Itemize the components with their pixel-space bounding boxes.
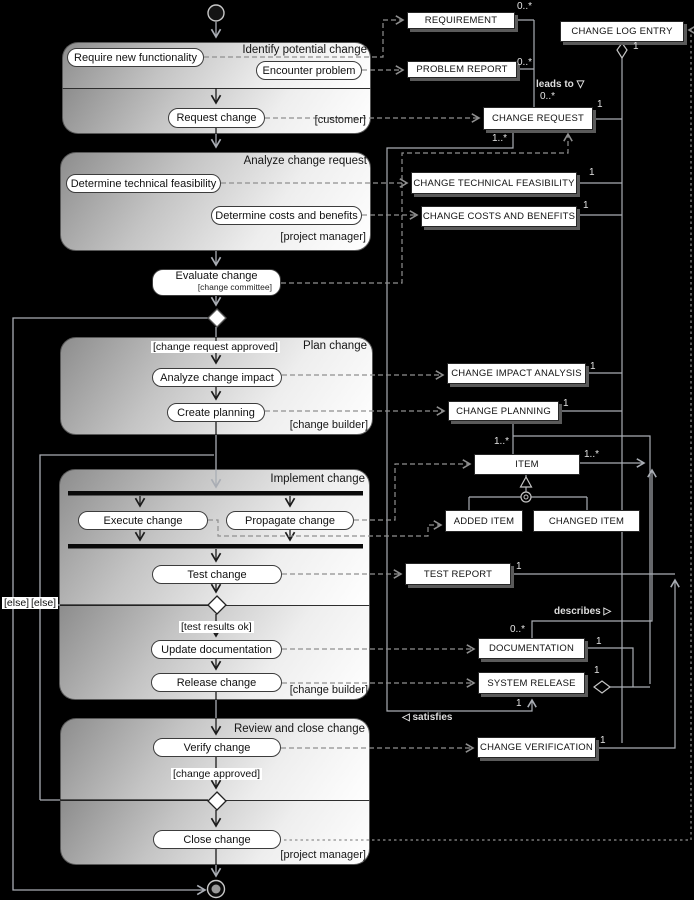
activity-release-change: Release change — [151, 673, 282, 692]
mult-problem-report: 0..* — [517, 57, 533, 68]
activity-determine-costs-benefits: Determine costs and benefits — [211, 206, 362, 225]
mult-impact-analysis: 1 — [590, 361, 596, 372]
aggregation-diamond-log — [616, 41, 628, 60]
aggregation-diamond-release — [593, 680, 611, 694]
object-change-planning: CHANGE PLANNING — [448, 401, 559, 421]
role-project-manager-2: [project manager] — [280, 849, 366, 861]
object-change-verification: CHANGE VERIFICATION — [477, 737, 596, 758]
activity-test-change: Test change — [152, 565, 282, 584]
activity-require-new-functionality: Require new functionality — [67, 48, 204, 67]
object-change-impact-analysis: CHANGE IMPACT ANALYSIS — [447, 363, 586, 384]
activity-analyze-change-impact: Analyze change impact — [152, 368, 282, 387]
decision-test — [207, 595, 227, 615]
mult-change-planning: 1 — [563, 398, 569, 409]
activity-verify-change: Verify change — [153, 738, 281, 757]
guard-change-request-approved: [change request approved] — [151, 341, 280, 353]
activity-propagate-change: Propagate change — [226, 511, 354, 530]
activity-close-change: Close change — [153, 830, 281, 849]
object-change-costs-and-benefits: CHANGE COSTS AND BENEFITS — [421, 206, 577, 227]
mult-documentation-describes: 0..* — [510, 624, 526, 635]
decision-approved — [207, 791, 227, 811]
object-added-item: ADDED ITEM — [445, 510, 523, 532]
group-title-implement: Implement change — [270, 473, 365, 485]
group-title-analyze: Analyze change request — [243, 155, 367, 167]
guard-change-approved: [change approved] — [171, 768, 262, 780]
role-change-builder-2: [change builder] — [289, 684, 368, 696]
mult-costs-benefits: 1 — [583, 200, 589, 211]
role-change-builder-1: [change builder] — [289, 419, 368, 431]
object-change-technical-feasibility: CHANGE TECHNICAL FEASIBILITY — [411, 172, 577, 194]
guard-test-results-ok: [test results ok] — [179, 621, 254, 633]
mult-technical-feasibility: 1 — [589, 167, 595, 178]
object-item: ITEM — [474, 454, 580, 475]
activity-execute-change: Execute change — [78, 511, 208, 530]
object-change-log-entry: CHANGE LOG ENTRY — [560, 21, 684, 42]
mult-change-request-top: 1 — [597, 99, 603, 110]
mult-item-right: 1..* — [584, 449, 600, 460]
activity-request-change: Request change — [168, 108, 265, 128]
group-title-plan: Plan change — [303, 340, 367, 352]
mult-leads-to: 0..* — [540, 91, 556, 102]
mult-change-request-bottom: 1..* — [492, 133, 508, 144]
mult-change-log-entry: 1 — [633, 41, 639, 52]
fork-bar — [68, 491, 363, 496]
guard-else-2: [else] — [29, 597, 59, 609]
mult-system-release-bottom: 1 — [516, 698, 522, 709]
mult-system-release-diamond: 1 — [594, 665, 600, 676]
group-title-review: Review and close change — [233, 723, 365, 735]
xor-circle — [520, 491, 532, 503]
activity-determine-technical-feasibility: Determine technical feasibility — [66, 174, 221, 193]
role-project-manager-1: [project manager] — [280, 231, 366, 243]
object-system-release: SYSTEM RELEASE — [478, 672, 585, 694]
object-test-report: TEST REPORT — [405, 563, 511, 585]
group-analyze — [60, 152, 371, 251]
mult-test-report: 1 — [516, 561, 522, 572]
decision-evaluate — [207, 308, 227, 328]
object-problem-report: PROBLEM REPORT — [407, 61, 517, 78]
activity-encounter-problem: Encounter problem — [256, 61, 362, 80]
final-node-core — [211, 884, 221, 894]
mult-documentation: 1 — [596, 636, 602, 647]
object-requirement: REQUIREMENT — [407, 12, 515, 29]
generalization-triangle — [519, 475, 533, 488]
label-describes: describes ▷ — [554, 606, 612, 617]
object-change-request: CHANGE REQUEST — [483, 107, 593, 130]
group-title-identify: Identify potential change — [242, 44, 367, 56]
guard-else-1: [else] — [2, 597, 32, 609]
mult-item-top: 1..* — [494, 436, 510, 447]
initial-node — [207, 4, 225, 22]
join-bar — [68, 544, 363, 549]
xor-circle-inner — [523, 494, 529, 500]
role-customer: [customer] — [314, 114, 366, 126]
activity-create-planning: Create planning — [167, 403, 265, 422]
object-documentation: DOCUMENTATION — [478, 638, 585, 659]
activity-evaluate-change: Evaluate change [change committee] — [152, 269, 281, 296]
close-change-log-flow — [284, 25, 694, 841]
object-changed-item: CHANGED ITEM — [533, 510, 640, 532]
label-leads-to: leads to ▽ — [536, 79, 585, 90]
mult-change-verification: 1 — [600, 735, 606, 746]
mult-requirement: 0..* — [517, 1, 533, 12]
label-satisfies: ◁ satisfies — [402, 712, 453, 723]
activity-update-documentation: Update documentation — [151, 640, 282, 659]
